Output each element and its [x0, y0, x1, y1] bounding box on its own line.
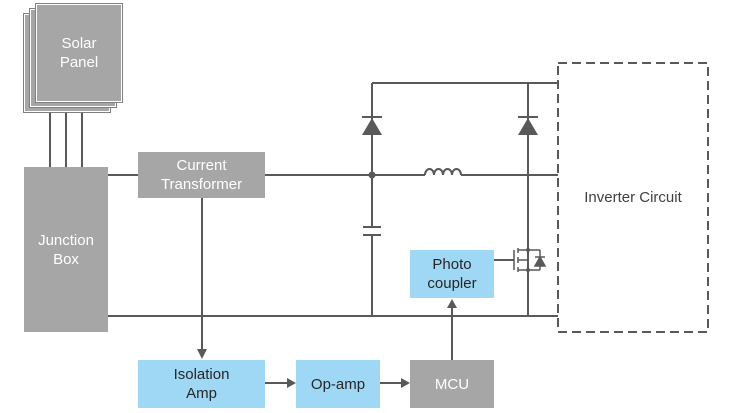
- diode-right: [518, 116, 538, 135]
- capacitor: [363, 226, 381, 236]
- mosfet-dot-top: [526, 248, 530, 252]
- junction-box-label: Junction Box: [38, 231, 94, 268]
- current-transformer-label: Current Transformer: [160, 157, 243, 193]
- arrow-to-op-amp: [287, 378, 296, 388]
- inductor: [424, 168, 462, 176]
- op-amp-label: Op-amp: [310, 375, 366, 393]
- solar-panel: Solar Panel: [35, 3, 123, 103]
- mcu-label: MCU: [434, 375, 470, 393]
- inverter-circuit: Inverter Circuit: [560, 65, 706, 330]
- mcu: MCU: [410, 360, 494, 408]
- inverter-circuit-label: Inverter Circuit: [584, 189, 682, 206]
- junction-dot: [368, 171, 376, 179]
- mosfet-dot-bottom: [526, 268, 530, 272]
- isolation-amp-label: Isolation Amp: [173, 366, 230, 402]
- solar-panel-label: Solar Panel: [59, 35, 99, 71]
- inverter-dashed-border: [557, 62, 709, 333]
- arrow-to-mcu: [401, 378, 410, 388]
- arrow-to-isolation-amp: [197, 349, 207, 359]
- photo-coupler-label: Photo coupler: [427, 256, 477, 292]
- op-amp: Op-amp: [296, 360, 380, 408]
- junction-box: Junction Box: [24, 167, 108, 332]
- current-transformer: Current Transformer: [138, 152, 265, 198]
- mosfet-switch: [513, 248, 547, 272]
- diode-left: [362, 116, 382, 135]
- arrow-to-photo-coupler: [447, 299, 457, 308]
- photo-coupler: Photo coupler: [410, 250, 494, 298]
- isolation-amp: Isolation Amp: [138, 360, 265, 408]
